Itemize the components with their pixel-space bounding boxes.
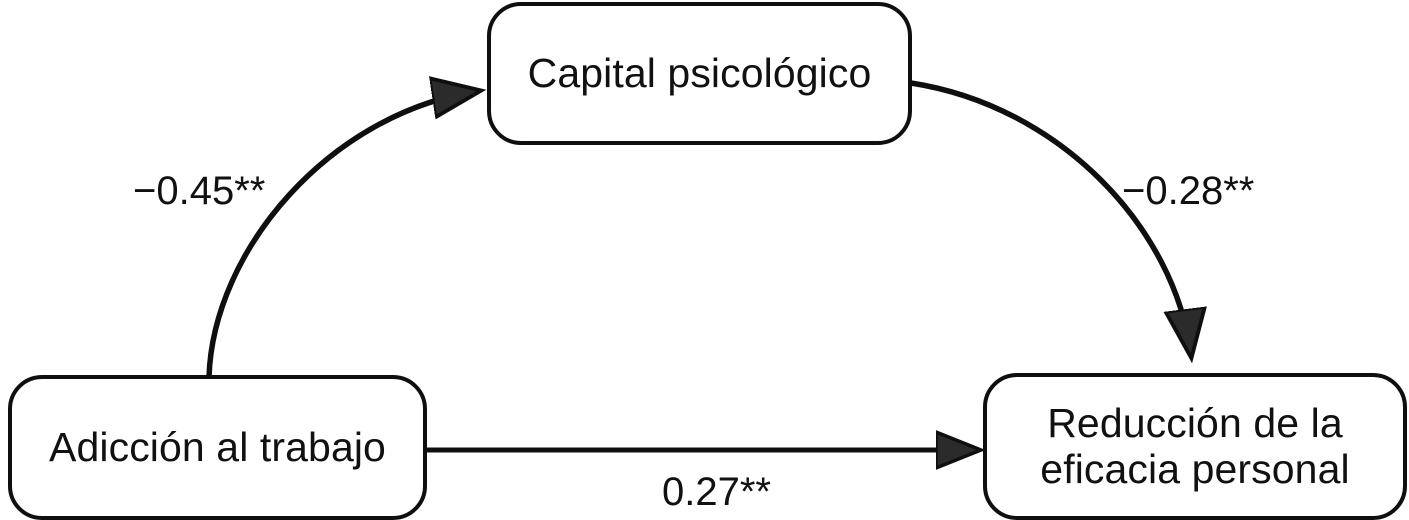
edge-label-a-path: −0.45** — [133, 169, 266, 213]
edge-label-c-path: 0.27** — [662, 470, 771, 514]
edge-adiccion-to-capital — [206, 91, 478, 380]
node-capital-psicologico[interactable]: Capital psicológico — [487, 2, 912, 145]
edge-capital-to-reduccion — [908, 80, 1191, 355]
node-reduccion-eficacia-personal[interactable]: Reducción de la eficacia personal — [983, 373, 1407, 520]
node-reduccion-label: Reducción de la eficacia personal — [1040, 399, 1350, 492]
node-adiccion-label: Adicción al trabajo — [49, 423, 386, 470]
node-adiccion-al-trabajo[interactable]: Adicción al trabajo — [8, 375, 427, 520]
node-capital-label: Capital psicológico — [527, 49, 872, 96]
edge-label-b-path: −0.28** — [1122, 169, 1255, 213]
